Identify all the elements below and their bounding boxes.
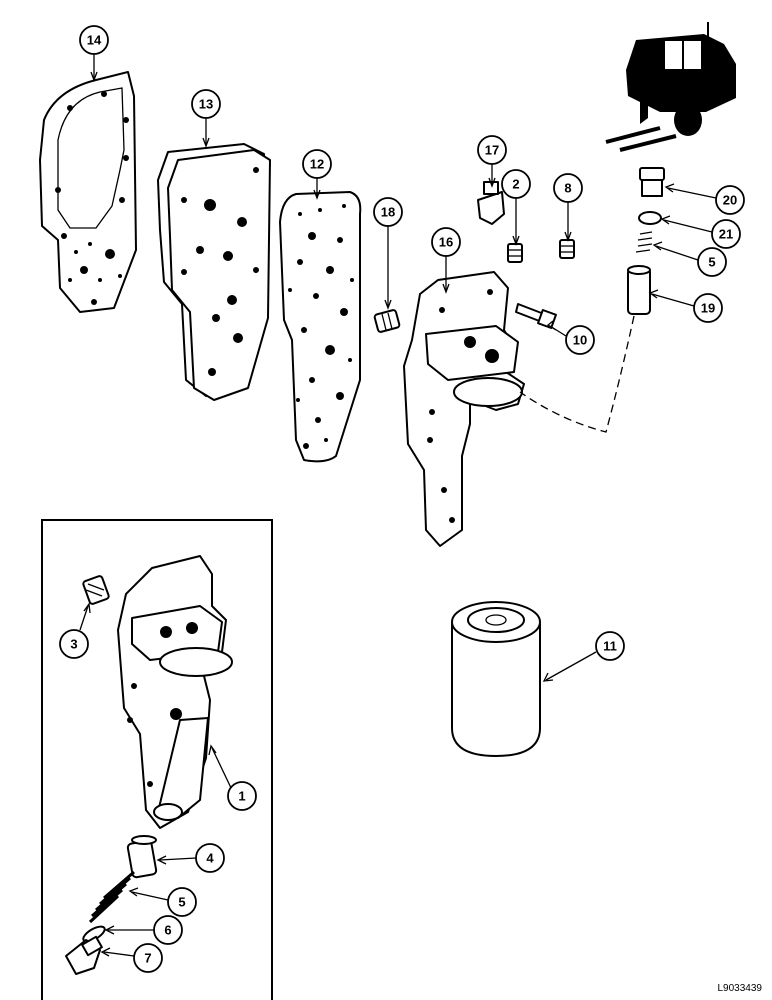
plug-part-3	[82, 575, 110, 605]
leader-lines	[79, 54, 717, 957]
callout-6: 6	[153, 915, 183, 945]
svg-text:5: 5	[178, 895, 185, 910]
svg-text:17: 17	[485, 143, 499, 158]
svg-text:12: 12	[310, 157, 324, 172]
sleeve-part-4	[126, 835, 158, 879]
svg-text:1: 1	[238, 789, 245, 804]
svg-text:14: 14	[87, 33, 102, 48]
svg-text:3: 3	[70, 637, 77, 652]
plug-part-20	[639, 167, 665, 197]
callout-5-upper: 5	[697, 247, 727, 277]
svg-text:16: 16	[439, 235, 453, 250]
washer-part-21	[638, 211, 662, 225]
callout-18: 18	[373, 197, 403, 227]
svg-text:11: 11	[603, 639, 617, 654]
valve-part-19	[627, 265, 651, 315]
filter-head-part-16	[403, 271, 525, 547]
svg-text:19: 19	[701, 301, 715, 316]
oil-cooler-part-13	[157, 143, 271, 401]
callout-14: 14	[79, 25, 109, 55]
callout-1: 1	[227, 781, 257, 811]
inset-frame	[41, 519, 273, 1000]
callout-12: 12	[302, 149, 332, 179]
bolt-part-10	[515, 303, 557, 329]
spring-part-5-lower	[88, 870, 135, 924]
svg-text:13: 13	[199, 97, 213, 112]
plug-part-2	[507, 243, 523, 263]
assembly-line	[519, 315, 635, 433]
callout-16: 16	[431, 227, 461, 257]
plug-part-7	[65, 935, 103, 975]
svg-text:5: 5	[708, 255, 715, 270]
svg-text:7: 7	[144, 951, 151, 966]
plug-part-18	[373, 309, 401, 333]
callout-17: 17	[477, 135, 507, 165]
svg-text:4: 4	[206, 851, 214, 866]
svg-text:21: 21	[719, 227, 733, 242]
callout-7: 7	[133, 943, 163, 973]
svg-text:6: 6	[164, 923, 171, 938]
gasket-part-12	[279, 191, 362, 463]
svg-text:10: 10	[573, 333, 587, 348]
callout-20: 20	[715, 185, 745, 215]
svg-text:20: 20	[723, 193, 737, 208]
plug-part-8	[559, 239, 575, 259]
svg-text:8: 8	[564, 181, 571, 196]
callout-3: 3	[59, 629, 89, 659]
callout-5-lower: 5	[167, 887, 197, 917]
forklift-illustration	[605, 22, 736, 152]
callout-21: 21	[711, 219, 741, 249]
callout-11: 11	[595, 631, 625, 661]
callout-13: 13	[191, 89, 221, 119]
callout-2: 2	[501, 169, 531, 199]
callout-19: 19	[693, 293, 723, 323]
svg-text:18: 18	[381, 205, 395, 220]
filter-head-part-1	[117, 555, 233, 829]
filter-part-11	[451, 601, 541, 757]
callout-10: 10	[565, 325, 595, 355]
spring-part-5-upper	[635, 231, 653, 253]
drawing-code: L9033439	[717, 983, 763, 994]
svg-text:2: 2	[512, 177, 519, 192]
gasket-part-14	[39, 71, 137, 313]
callout-8: 8	[553, 173, 583, 203]
fitting-part-17	[477, 181, 505, 225]
callout-4: 4	[195, 843, 225, 873]
